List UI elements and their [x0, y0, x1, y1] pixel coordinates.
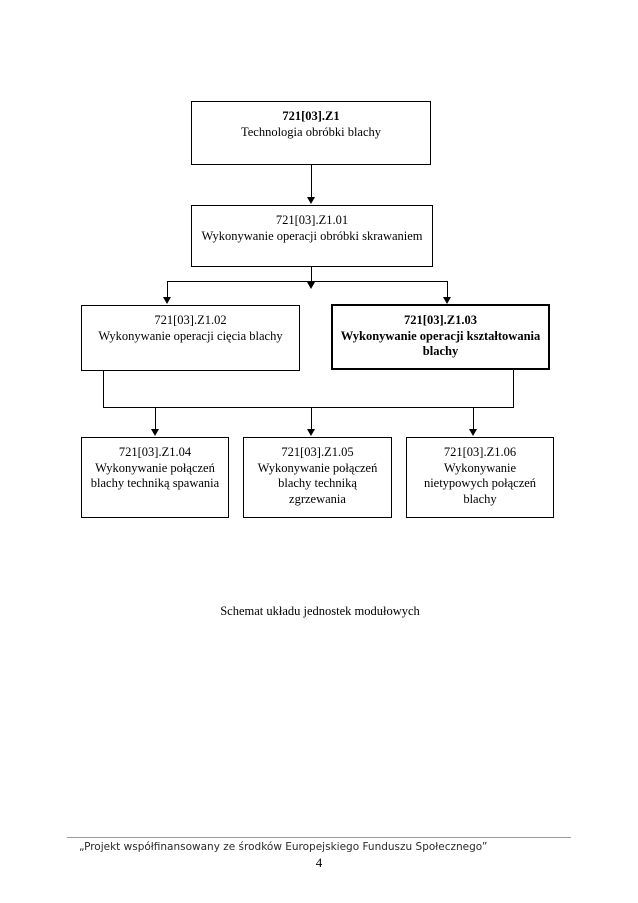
connector-z101-bus — [167, 281, 447, 282]
node-z106-content: 721[03].Z1.06 Wykonywanie nietypowych po… — [407, 445, 553, 507]
node-z104-title: Wykonywanie połączeń blachy techniką spa… — [90, 460, 220, 491]
node-z103[interactable]: 721[03].Z1.03 Wykonywanie operacji kszta… — [331, 304, 550, 370]
node-z1-content: 721[03].Z1 Technologia obróbki blachy — [192, 109, 430, 140]
node-z106-title: Wykonywanie nietypowych połączeń blachy — [423, 460, 537, 506]
node-z101-title: Wykonywanie operacji obróbki skrawaniem — [201, 228, 423, 243]
connector-bus-to-z105 — [311, 407, 312, 430]
node-z104-code: 721[03].Z1.04 — [118, 445, 192, 459]
connector-z102-down — [103, 371, 104, 408]
node-z105[interactable]: 721[03].Z1.05 Wykonywanie połączeń blach… — [243, 437, 392, 518]
node-z105-code: 721[03].Z1.05 — [281, 445, 354, 459]
node-z102-content: 721[03].Z1.02 Wykonywanie operacji cięci… — [82, 313, 299, 344]
node-z104-content: 721[03].Z1.04 Wykonywanie połączeń blach… — [82, 445, 228, 492]
connector-bottom-bus — [103, 407, 514, 408]
node-z106[interactable]: 721[03].Z1.06 Wykonywanie nietypowych po… — [406, 437, 554, 518]
node-z105-content: 721[03].Z1.05 Wykonywanie połączeń blach… — [244, 445, 391, 507]
connector-z103-down — [513, 370, 514, 408]
arrow-z101-stem — [307, 282, 315, 289]
node-z104[interactable]: 721[03].Z1.04 Wykonywanie połączeń blach… — [81, 437, 229, 518]
node-z102[interactable]: 721[03].Z1.02 Wykonywanie operacji cięci… — [81, 305, 300, 371]
node-z103-code: 721[03].Z1.03 — [404, 313, 477, 327]
node-z1[interactable]: 721[03].Z1 Technologia obróbki blachy — [191, 101, 431, 165]
arrow-bus-to-z106 — [469, 429, 477, 436]
node-z1-code: 721[03].Z1 — [282, 109, 340, 123]
connector-z1-to-z101 — [311, 165, 312, 198]
arrow-bus-to-z105 — [307, 429, 315, 436]
arrow-z101-to-z102 — [163, 297, 171, 304]
footer-note: „Projekt współfinansowany ze środków Eur… — [79, 841, 488, 853]
node-z101-code: 721[03].Z1.01 — [275, 213, 349, 227]
connector-bus-to-z104 — [155, 407, 156, 430]
arrow-bus-to-z104 — [151, 429, 159, 436]
node-z1-title: Technologia obróbki blachy — [240, 124, 382, 139]
connector-z101-to-z103 — [447, 281, 448, 298]
connector-z101-stem — [311, 267, 312, 285]
connector-bus-to-z106 — [473, 407, 474, 430]
node-z101[interactable]: 721[03].Z1.01 Wykonywanie operacji obrób… — [191, 205, 433, 267]
node-z102-code: 721[03].Z1.02 — [154, 313, 227, 327]
connector-z101-to-z102 — [167, 281, 168, 298]
footer-divider — [67, 837, 571, 838]
arrow-z101-to-z103 — [443, 297, 451, 304]
page-number: 4 — [315, 855, 323, 870]
node-z102-title: Wykonywanie operacji cięcia blachy — [98, 328, 283, 343]
node-z101-content: 721[03].Z1.01 Wykonywanie operacji obrób… — [192, 213, 432, 244]
arrow-z1-to-z101 — [307, 197, 315, 204]
node-z105-title: Wykonywanie połączeń blachy techniką zgr… — [257, 460, 378, 506]
diagram-caption: Schemat układu jednostek modułowych — [220, 604, 420, 618]
node-z103-content: 721[03].Z1.03 Wykonywanie operacji kszta… — [333, 313, 548, 360]
node-z106-code: 721[03].Z1.06 — [443, 445, 517, 459]
node-z103-title: Wykonywanie operacji kształtowania blach… — [340, 328, 541, 359]
